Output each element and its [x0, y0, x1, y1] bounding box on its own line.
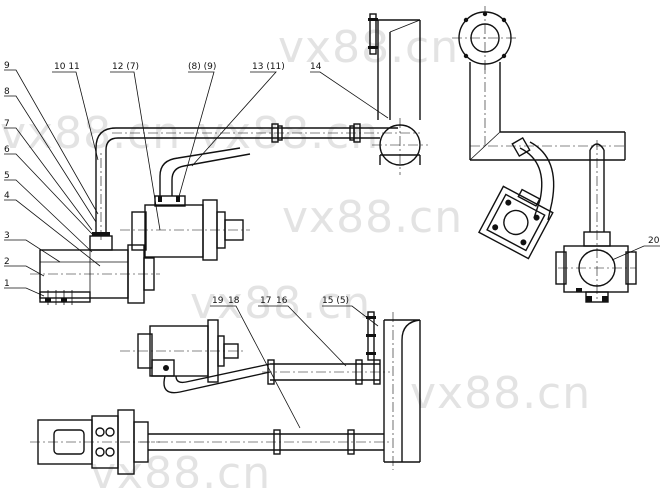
- plan-top-flange-1: [267, 359, 275, 385]
- callout-18: 18: [228, 296, 240, 306]
- suction-pipe-a: [159, 147, 241, 196]
- watermark-layer: vx88.cn vx88.cn vx88.cn vx88.cn vx88.cn …: [0, 22, 591, 488]
- plan-top-flange-3: [373, 359, 381, 385]
- pump-bolts: [158, 196, 180, 202]
- callout-16: 16: [276, 296, 288, 306]
- riser-diag: [389, 19, 421, 33]
- leader-17-16: [258, 305, 347, 367]
- side-pump-right: [563, 245, 629, 293]
- tilted-pump-inner: [486, 193, 546, 252]
- watermark-mid: vx88.cn: [198, 108, 379, 159]
- callout-3: 3: [4, 231, 10, 241]
- suction-pipe-b: [171, 153, 251, 196]
- leader-19-18: [210, 305, 301, 429]
- leader-4: [4, 199, 101, 267]
- callout-9: 9: [4, 61, 10, 71]
- plan-pump-outlet: [151, 359, 175, 377]
- side-pump-tilted: [478, 185, 554, 260]
- tilted-pump-body: [478, 185, 554, 260]
- callout-13-11: 13 (11): [252, 62, 285, 72]
- side-pump-right-lflange: [555, 251, 567, 285]
- plan-low-flange-2: [347, 429, 355, 455]
- leader-6: [4, 153, 95, 237]
- plan-vpipe-top: [384, 319, 421, 341]
- callout-12-7: 12 (7): [112, 62, 139, 72]
- leader-8: [4, 95, 97, 223]
- callout-6: 6: [4, 145, 10, 155]
- plan-vpipe-bolts: [366, 316, 376, 355]
- side-top-bolts: [463, 11, 507, 59]
- plan-curve-pipe-b: [175, 363, 271, 384]
- side-curve-pipe-b: [529, 141, 555, 221]
- callout-2: 2: [4, 257, 10, 267]
- leader-15-5: [322, 305, 379, 327]
- callout-8: 8: [4, 87, 10, 97]
- callout-1: 1: [4, 279, 10, 289]
- callout-labels: 1 2 3 4 5 6 7 8 9 10 11 12 (7) (8) (9) 1…: [4, 61, 660, 306]
- riser-top-flange: [369, 13, 377, 55]
- leader-7: [4, 127, 93, 231]
- plan-low-flange-1: [273, 429, 281, 455]
- side-curve-pipe-a: [519, 147, 543, 219]
- base-bolts: [45, 290, 73, 305]
- plan-view: [30, 311, 421, 475]
- plan-curve-pipe-a: [163, 371, 271, 394]
- plan-top-flange-2: [355, 359, 363, 385]
- tilted-pump-bore: [503, 209, 529, 236]
- pipe-flange-1b: [277, 125, 283, 141]
- watermark-left: vx88.cn: [0, 108, 181, 159]
- callout-7: 7: [4, 119, 10, 129]
- leader-13-11: [191, 71, 277, 167]
- pump-end-cap: [131, 211, 147, 251]
- callout-14: 14: [310, 62, 322, 72]
- elbow-inner: [105, 137, 119, 151]
- side-view: [452, 6, 637, 303]
- leader-14: [310, 71, 389, 119]
- callout-10-11: 10 11: [54, 62, 80, 72]
- callout-20: 20: [648, 236, 660, 246]
- tilted-pump-top-flange: [517, 188, 541, 207]
- leader-2: [4, 265, 45, 277]
- callout-4: 4: [4, 191, 10, 201]
- leader-1: [4, 287, 45, 297]
- leader-12-7: [110, 71, 161, 231]
- callout-19: 19: [212, 296, 224, 306]
- watermark-center: vx88.cn: [282, 192, 463, 243]
- leader-5: [4, 179, 93, 253]
- watermark-lower: vx88.cn: [190, 278, 371, 329]
- leader-8-9: [177, 71, 215, 201]
- leader-9: [4, 69, 99, 215]
- leader-10-11: [52, 71, 99, 161]
- callout-15-5: 15 (5): [322, 296, 349, 306]
- leader-lines: [4, 69, 660, 429]
- watermark-right: vx88.cn: [410, 368, 591, 419]
- callout-5: 5: [4, 171, 10, 181]
- front-view: [30, 13, 428, 305]
- leader-20: [611, 245, 660, 261]
- callout-17: 17: [260, 296, 271, 306]
- watermark-bottom: vx88.cn: [90, 448, 271, 488]
- side-curve-flange: [511, 136, 531, 158]
- leader-3: [4, 239, 61, 263]
- pipe-flange-2b: [349, 125, 355, 141]
- riser-bolts: [368, 18, 378, 49]
- elbow-outer: [95, 127, 117, 149]
- callout-8-9: (8) (9): [188, 62, 216, 72]
- pump-housing: [144, 204, 204, 258]
